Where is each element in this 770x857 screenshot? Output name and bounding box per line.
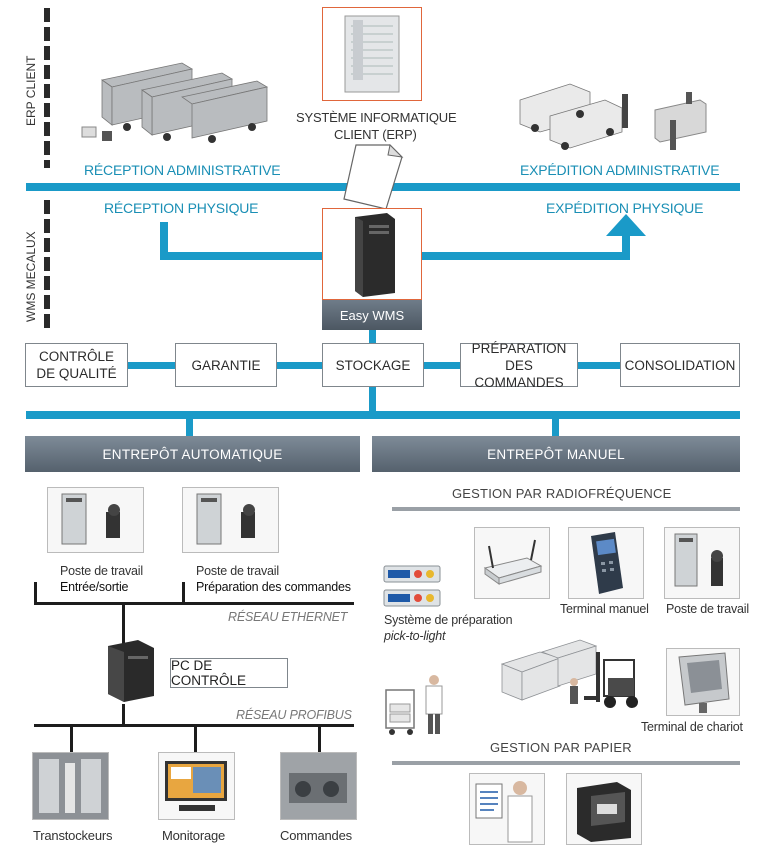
- workstation-io-label: Poste de travail: [60, 564, 143, 578]
- ethernet-network-label: RÉSEAU ETHERNET: [228, 610, 348, 624]
- process-label: CONTRÔLE: [38, 349, 114, 364]
- process-label: GARANTIE: [191, 357, 261, 373]
- ethernet-bus-line: [34, 602, 354, 605]
- process-consolidation[interactable]: CONSOLIDATION: [620, 343, 740, 387]
- paper-picking-image: [469, 773, 545, 845]
- rf-header-underline: [392, 507, 740, 511]
- commands-label: Commandes: [280, 828, 352, 843]
- process-label: DES COMMANDES: [474, 357, 564, 390]
- auto-warehouse-link: [186, 419, 193, 436]
- profibus-drop-2: [194, 726, 197, 752]
- process-quality-control[interactable]: CONTRÔLE DE QUALITÉ: [25, 343, 128, 387]
- process-label: STOCKAGE: [335, 357, 411, 373]
- paper-management-header: GESTION PAR PAPIER: [490, 740, 632, 755]
- ethernet-drop-1: [34, 582, 37, 604]
- workstation-io-sublabel: Entrée/sortie: [60, 580, 129, 594]
- warehouse-interface-bar: [26, 411, 740, 419]
- control-pc-box[interactable]: PC DE CONTRÔLE: [170, 658, 288, 688]
- document-icon: [343, 143, 404, 210]
- profibus-network-label: RÉSEAU PROFIBUS: [236, 708, 352, 722]
- ethernet-drop-2: [182, 582, 185, 604]
- automatic-warehouse-header[interactable]: ENTREPÔT AUTOMATIQUE: [25, 436, 360, 472]
- reception-trucks-image: [81, 62, 269, 143]
- workstation-picking-label: Poste de travail: [196, 564, 279, 578]
- erp-system-title: SYSTÈME INFORMATIQUE: [296, 110, 457, 125]
- label-printer-image: [566, 773, 642, 845]
- manual-workstation-image: [664, 527, 740, 599]
- manual-warehouse-header[interactable]: ENTREPÔT MANUEL: [372, 436, 740, 472]
- wms-server-image: [355, 213, 395, 297]
- expedition-flow-up: [622, 232, 630, 260]
- manual-workstation-label: Poste de travail: [666, 602, 749, 616]
- truck-terminal-image: [666, 648, 740, 716]
- easy-wms-frame: [322, 208, 422, 300]
- profibus-drop-3: [318, 726, 321, 752]
- process-label: CONSOLIDATION: [624, 357, 736, 373]
- expedition-vans-image: [519, 83, 707, 150]
- erp-client-divider: [44, 8, 50, 168]
- easy-wms-label: Easy WMS: [322, 300, 422, 330]
- rf-access-point-image: [474, 527, 550, 599]
- expedition-physique-label: EXPÉDITION PHYSIQUE: [546, 200, 704, 216]
- server-cabinet-image: [344, 15, 400, 93]
- reception-flow-down: [160, 222, 168, 258]
- monitoring-label: Monitorage: [162, 828, 226, 843]
- pick-to-light-devices-image: [383, 565, 441, 607]
- pick-to-light-label: Système de préparation: [384, 613, 513, 627]
- process-label: PRÉPARATION: [471, 340, 567, 356]
- ethernet-to-pc-line: [122, 604, 125, 644]
- workstation-picking-sublabel: Préparation des commandes: [196, 580, 351, 594]
- truck-terminal-label: Terminal de chariot: [641, 720, 743, 734]
- rf-management-header: GESTION PAR RADIOFRÉQUENCE: [452, 486, 672, 501]
- wms-mecalux-label: WMS MECALUX: [24, 231, 38, 322]
- expedition-administrative-label: EXPÉDITION ADMINISTRATIVE: [520, 162, 720, 178]
- pallets-forklift-image: [500, 639, 638, 708]
- process-label: DE QUALITÉ: [36, 366, 117, 381]
- stockage-down-link: [369, 387, 376, 413]
- commands-image: [280, 752, 357, 820]
- transtockeurs-image: [32, 752, 109, 820]
- transtockeurs-label: Transtockeurs: [33, 828, 113, 843]
- paper-header-underline: [392, 761, 740, 765]
- reception-physique-label: RÉCEPTION PHYSIQUE: [104, 200, 259, 216]
- reception-administrative-label: RÉCEPTION ADMINISTRATIVE: [84, 162, 281, 178]
- workstation-picking-image: [182, 487, 279, 553]
- workstation-io-image: [47, 487, 144, 553]
- manual-warehouse-link: [552, 419, 559, 436]
- pick-to-light-sublabel: pick-to-light: [384, 629, 446, 643]
- pc-to-profibus-line: [122, 704, 125, 724]
- server-to-process-link: [369, 330, 376, 344]
- handheld-terminal-label: Terminal manuel: [560, 602, 649, 616]
- erp-system-subtitle: CLIENT (ERP): [334, 127, 417, 142]
- monitoring-image: [158, 752, 235, 820]
- profibus-bus-line: [34, 724, 354, 727]
- profibus-drop-1: [70, 726, 73, 752]
- process-stockage[interactable]: STOCKAGE: [322, 343, 424, 387]
- process-garantie[interactable]: GARANTIE: [175, 343, 277, 387]
- handheld-terminal-image: [568, 527, 644, 599]
- control-pc-image: [108, 640, 154, 702]
- expedition-arrow-head-icon: [606, 214, 646, 236]
- operator-with-cart-image: [385, 675, 443, 735]
- wms-mecalux-divider: [44, 200, 50, 332]
- erp-system-frame: [322, 7, 422, 101]
- erp-client-label: ERP CLIENT: [24, 55, 38, 126]
